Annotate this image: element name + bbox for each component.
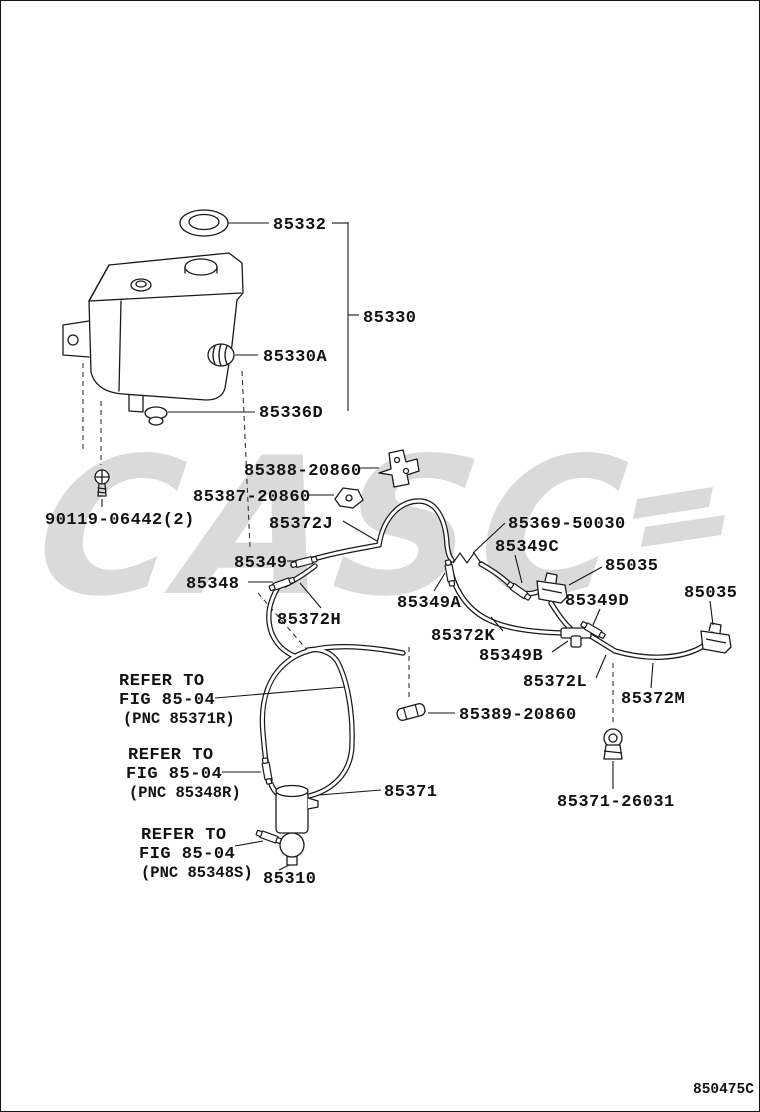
label-85330a: 85330A bbox=[263, 348, 328, 367]
label-85372k: 85372K bbox=[431, 627, 496, 646]
grommet-85330a-drawing bbox=[207, 343, 235, 367]
refer-note-85348r: REFER TO FIG 85-04 (PNC 85348R) bbox=[126, 746, 241, 802]
watermark-logo: CASC bbox=[25, 418, 725, 639]
clamp-85371-26031-drawing bbox=[603, 728, 623, 760]
dashed-projection-lines bbox=[82, 363, 614, 723]
label-85387-20860: 85387-20860 bbox=[193, 488, 311, 507]
refer1-line3: (PNC 85371R) bbox=[123, 710, 235, 728]
label-85372l: 85372L bbox=[523, 673, 587, 692]
refer3-line2: FIG 85-04 bbox=[139, 845, 235, 864]
nozzle-left-drawing bbox=[536, 572, 568, 604]
figure-code: 850475C bbox=[693, 1082, 754, 1098]
label-85332: 85332 bbox=[273, 216, 327, 235]
bracket-85388-drawing bbox=[378, 449, 420, 488]
refer2-line3: (PNC 85348R) bbox=[129, 784, 241, 802]
label-85372j: 85372J bbox=[269, 515, 333, 534]
watermark-text: CASC bbox=[25, 418, 643, 639]
grommet-85336d-drawing bbox=[144, 406, 168, 426]
label-85372h: 85372H bbox=[277, 611, 341, 630]
label-85372m: 85372M bbox=[621, 690, 685, 709]
check-valve-85369-drawing bbox=[452, 551, 482, 565]
refer2-line2: FIG 85-04 bbox=[126, 765, 222, 784]
tank-cap-drawing bbox=[179, 209, 229, 237]
tee-connector-drawing bbox=[560, 627, 592, 648]
washer-tank-drawing bbox=[62, 252, 244, 413]
label-85349a: 85349A bbox=[397, 594, 462, 613]
refer2-line1: REFER TO bbox=[128, 746, 214, 765]
label-85349d: 85349D bbox=[565, 592, 629, 611]
label-85330: 85330 bbox=[363, 309, 417, 328]
label-85371-26031: 85371-26031 bbox=[557, 793, 675, 812]
watermark-bar-top bbox=[633, 487, 713, 519]
label-85310: 85310 bbox=[263, 870, 317, 889]
bolt-90119-drawing bbox=[94, 469, 110, 497]
label-85348: 85348 bbox=[186, 575, 240, 594]
label-85369-50030: 85369-50030 bbox=[508, 515, 626, 534]
label-85349: 85349 bbox=[234, 554, 288, 573]
refer3-line3: (PNC 85348S) bbox=[141, 864, 253, 882]
label-85035-right: 85035 bbox=[684, 584, 738, 603]
nozzle-right-drawing bbox=[700, 622, 732, 654]
label-90119-06442: 90119-06442(2) bbox=[45, 511, 195, 530]
label-85388-20860: 85388-20860 bbox=[244, 462, 362, 481]
label-85336d: 85336D bbox=[259, 404, 323, 423]
label-85371: 85371 bbox=[384, 783, 438, 802]
watermark-bar-bottom bbox=[641, 515, 725, 547]
joint-tube-85389-drawing bbox=[396, 703, 426, 721]
label-85035-left: 85035 bbox=[605, 557, 659, 576]
refer3-line1: REFER TO bbox=[141, 826, 227, 845]
label-85349b: 85349B bbox=[479, 647, 543, 666]
label-85349c: 85349C bbox=[495, 538, 559, 557]
refer1-line2: FIG 85-04 bbox=[119, 691, 215, 710]
refer-note-85348s: REFER TO FIG 85-04 (PNC 85348S) bbox=[139, 826, 253, 882]
pump-85310-drawing bbox=[275, 784, 319, 866]
part-labels: 85332 85330 85330A 85336D 85388-20860 85… bbox=[45, 216, 738, 889]
label-85389-20860: 85389-20860 bbox=[459, 706, 577, 725]
bracket-85387-drawing bbox=[334, 487, 364, 509]
leader-lines bbox=[101, 222, 714, 871]
refer1-line1: REFER TO bbox=[119, 672, 205, 691]
refer-note-85371r: REFER TO FIG 85-04 (PNC 85371R) bbox=[119, 672, 235, 728]
